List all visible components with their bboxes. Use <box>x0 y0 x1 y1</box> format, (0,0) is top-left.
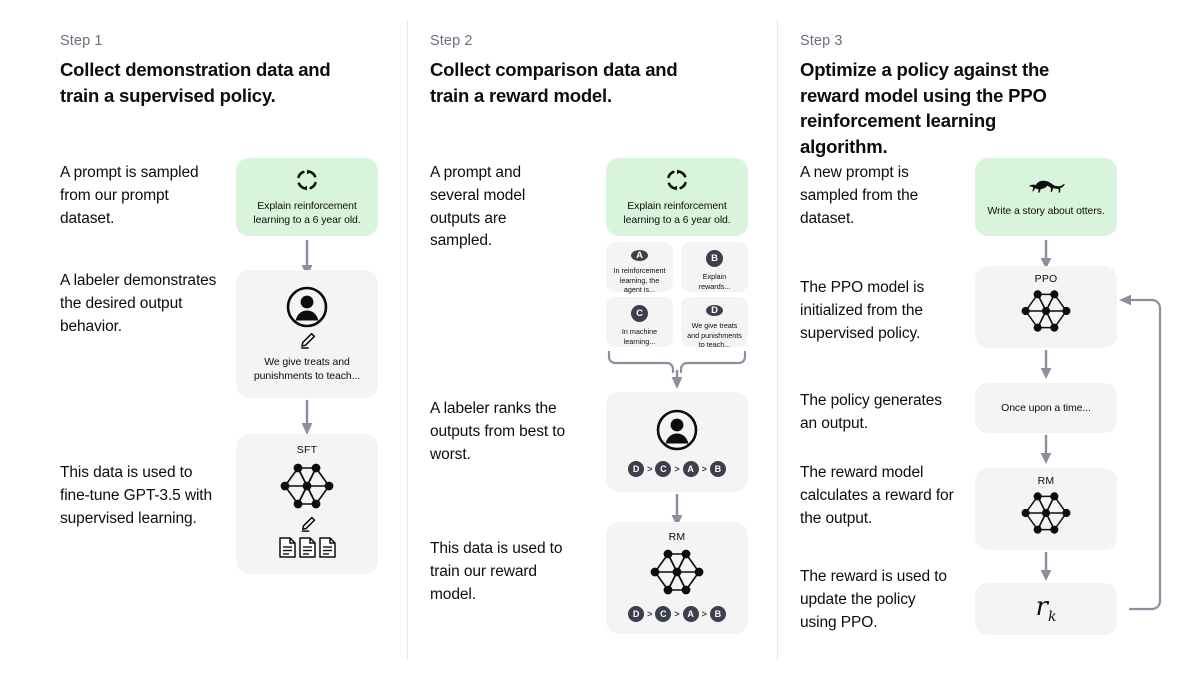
rank-separator: > <box>674 609 680 619</box>
rank-badge-1: D <box>628 460 645 477</box>
step-3-ppo-box[interactable]: PPO <box>975 266 1117 348</box>
step-2-rm-box[interactable]: RM <box>606 522 748 634</box>
option-badge-d: D <box>706 305 723 316</box>
step-3-rm-box[interactable]: RM <box>975 468 1117 550</box>
rank-badge-4: B <box>709 606 726 622</box>
rank-badge-3: A <box>682 460 699 477</box>
step-2-brace-arrow <box>606 348 748 390</box>
option-badge-a: A <box>631 250 648 261</box>
step-3-desc-1: A new prompt is sampled from the dataset… <box>800 164 919 227</box>
step-2-ranking: D > C > A > B <box>628 460 726 477</box>
option-card-c[interactable]: C In machine learning... <box>606 297 673 347</box>
reward-symbol: r <box>1035 592 1048 623</box>
step-1-labeler-box[interactable]: We give treats and punishments to teach.… <box>236 270 378 398</box>
step-2-labeler-box[interactable]: D > C > A > B <box>606 392 748 492</box>
rank-separator: > <box>701 463 707 474</box>
reward-subscript: k <box>1047 609 1057 626</box>
step-2-rm-caption: RM <box>668 531 686 543</box>
person-circle-icon <box>285 285 329 329</box>
option-card-b[interactable]: B Explain rewards... <box>681 242 748 292</box>
step-3-prompt-text: Write a story about otters. <box>987 204 1105 217</box>
step-2-arrow-2 <box>670 494 684 528</box>
rank-badge-4: B <box>709 460 726 477</box>
rank-badge-2: C <box>655 606 672 622</box>
step-1-arrow-2 <box>300 400 314 436</box>
step-1-labeler-text: We give treats and punishments to teach.… <box>253 355 361 382</box>
step-1-sft-caption: SFT <box>296 444 318 456</box>
person-circle-icon <box>655 408 699 452</box>
step-3-desc-4: The reward model calculates a reward for… <box>800 464 954 527</box>
rank-separator: > <box>701 609 707 619</box>
step-2-title: Collect comparison data and train a rewa… <box>430 59 678 106</box>
step-3-reward-box[interactable]: rk <box>975 583 1117 635</box>
rank-separator: > <box>674 463 680 474</box>
option-text-a: In reinforcement learning, the agent is.… <box>613 266 666 294</box>
option-badge-b: B <box>706 250 723 267</box>
step-3-desc-5: The reward is used to update the policy … <box>800 568 947 631</box>
step-1-desc-2: A labeler demonstrates the desired outpu… <box>60 272 217 335</box>
rank-separator: > <box>647 609 653 619</box>
sync-icon <box>294 167 320 193</box>
pencil-icon <box>298 515 317 534</box>
step-2-prompt-box[interactable]: Explain reinforcement learning to a 6 ye… <box>606 158 748 236</box>
otter-icon <box>1027 176 1065 198</box>
neural-net-icon <box>646 545 708 599</box>
neural-net-icon <box>1017 286 1075 336</box>
reward-formula: rk <box>1036 592 1057 625</box>
step-1-prompt-text: Explain reinforcement learning to a 6 ye… <box>253 199 361 226</box>
option-card-d[interactable]: D We give treats and punishments to teac… <box>681 297 748 349</box>
step-1-title: Collect demonstration data and train a s… <box>60 59 331 106</box>
option-text-c: In machine learning... <box>621 327 658 346</box>
sync-icon <box>664 167 690 193</box>
rank-badge-2: C <box>655 460 672 477</box>
neural-net-icon <box>276 459 338 513</box>
step-3-output-box[interactable]: Once upon a time... <box>975 383 1117 433</box>
step-3-arrow-3 <box>1039 435 1053 465</box>
step-1-label: Step 1 <box>60 33 103 49</box>
step-1-desc-1: A prompt is sampled from our prompt data… <box>60 164 199 227</box>
option-text-b: Explain rewards... <box>698 272 731 291</box>
step-3-desc-2: The PPO model is initialized from the su… <box>800 279 925 342</box>
step-3-rm-caption: RM <box>1037 475 1055 487</box>
step-2-label: Step 2 <box>430 33 473 49</box>
documents-icon <box>278 537 336 558</box>
neural-net-icon <box>1017 488 1075 538</box>
step-2-prompt-text: Explain reinforcement learning to a 6 ye… <box>623 199 731 226</box>
step-3-title: Optimize a policy against the reward mod… <box>800 59 1050 157</box>
step-2-desc-1: A prompt and several model outputs are s… <box>430 164 526 250</box>
step-1-column: Step 1 Collect demonstration data and tr… <box>60 0 407 675</box>
step-3-label: Step 3 <box>800 33 843 49</box>
option-badge-c: C <box>631 305 648 322</box>
option-text-d: We give treats and punishments to teach.… <box>687 321 742 349</box>
step-3-arrow-4 <box>1039 552 1053 582</box>
step-2-rm-ranking: D > C > A > B <box>628 606 726 622</box>
pencil-icon <box>297 331 317 351</box>
step-3-column: Step 3 Optimize a policy against the rew… <box>800 0 1162 675</box>
step-3-prompt-box[interactable]: Write a story about otters. <box>975 158 1117 236</box>
step-2-desc-3: This data is used to train our reward mo… <box>430 540 563 603</box>
step-1-sft-box[interactable]: SFT <box>236 434 378 574</box>
option-card-a[interactable]: A In reinforcement learning, the agent i… <box>606 242 673 294</box>
step-3-arrow-1 <box>1039 240 1053 270</box>
step-3-output-text: Once upon a time... <box>1001 401 1091 414</box>
step-3-desc-3: The policy generates an output. <box>800 392 942 432</box>
rank-badge-3: A <box>682 606 699 622</box>
step-2-column: Step 2 Collect comparison data and train… <box>430 0 777 675</box>
step-3-arrow-2 <box>1039 350 1053 380</box>
column-divider-2 <box>777 20 778 660</box>
step-1-desc-3: This data is used to fine-tune GPT-3.5 w… <box>60 464 213 527</box>
step-3-feedback-loop-arrow <box>1114 292 1166 617</box>
step-2-desc-2: A labeler ranks the outputs from best to… <box>430 400 565 463</box>
rank-separator: > <box>647 463 653 474</box>
step-3-ppo-caption: PPO <box>1034 273 1058 285</box>
rank-badge-1: D <box>628 606 645 622</box>
column-divider-1 <box>407 20 408 660</box>
step-1-prompt-box[interactable]: Explain reinforcement learning to a 6 ye… <box>236 158 378 236</box>
